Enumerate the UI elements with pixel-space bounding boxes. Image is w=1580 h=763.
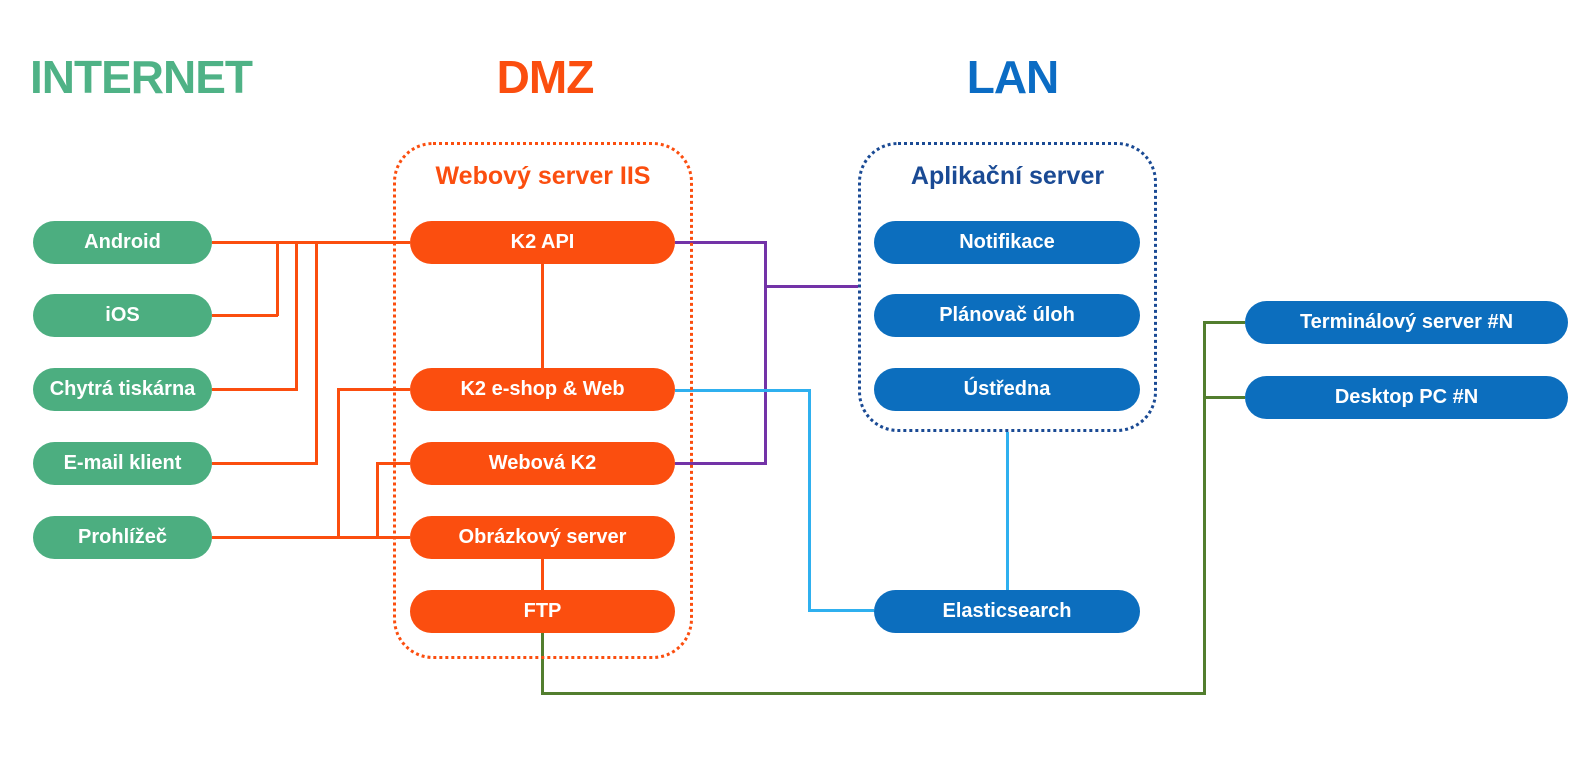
edge-ios-horizontal [212,314,278,317]
edge-k2api-purple-horizontal [675,241,767,244]
node-webova-k2: Webová K2 [410,442,675,485]
edge-purple-vertical [764,241,767,465]
node-k2-api: K2 API [410,221,675,264]
node-ios: iOS [33,294,212,337]
node-desktop-pc: Desktop PC #N [1245,376,1568,419]
edge-imageserver-ftp [541,559,544,591]
node-obrazkovy-server: Obrázkový server [410,516,675,559]
node-ftp: FTP [410,590,675,633]
node-email-klient: E-mail klient [33,442,212,485]
edge-purple-to-appserver [764,285,858,288]
edge-browser-eshop-vertical [337,390,340,538]
edge-email-vertical [315,243,318,464]
edge-olive-vertical [1203,321,1206,695]
node-notifikace: Notifikace [874,221,1140,264]
edge-webk2-purple-horizontal [675,462,767,465]
edge-k2api-eshop [541,264,544,369]
edge-ios-vertical [276,243,279,316]
zone-header-lan: LAN [966,51,1060,103]
node-ustredna: Ústředna [874,368,1140,411]
edge-olive-desktoppc [1203,396,1245,399]
edge-android-k2api [212,241,410,244]
node-prohlizec: Prohlížeč [33,516,212,559]
edge-email-horizontal [212,462,318,465]
zone-header-internet: INTERNET [30,51,253,103]
edge-printer-horizontal [212,388,298,391]
edge-sky-vertical [808,389,811,611]
edge-eshop-sky-horizontal [675,389,811,392]
zone-header-dmz: DMZ [496,51,595,103]
node-android: Android [33,221,212,264]
node-k2-eshop-web: K2 e-shop & Web [410,368,675,411]
edge-browser-imageserver [212,536,410,539]
lan-app-server-box: Aplikační server [858,142,1157,432]
dmz-web-server-box: Webový server IIS [393,142,693,659]
node-terminalovy-server: Terminálový server #N [1245,301,1568,344]
dmz-box-title: Webový server IIS [435,162,651,190]
node-elasticsearch: Elasticsearch [874,590,1140,633]
edge-browser-eshop-horizontal [337,388,410,391]
edge-browser-webk2-vertical [376,464,379,538]
edge-olive-bottom [541,692,1206,695]
node-planovac-uloh: Plánovač úloh [874,294,1140,337]
node-chytra-tiskarna: Chytrá tiskárna [33,368,212,411]
edge-printer-vertical [295,243,298,390]
lan-box-title: Aplikační server [910,162,1105,190]
edge-appserver-elasticsearch [1006,432,1009,590]
edge-sky-to-elasticsearch [808,609,874,612]
edge-olive-terminalserver [1203,321,1245,324]
edge-ftp-down [541,633,544,694]
